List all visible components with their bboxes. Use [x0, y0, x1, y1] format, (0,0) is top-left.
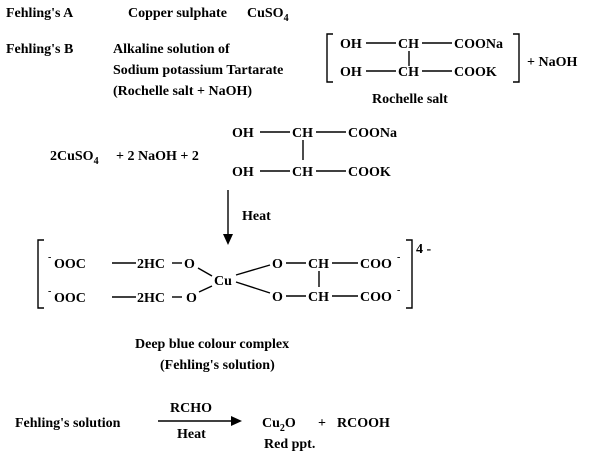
complex-right-row1-ch: CH: [308, 257, 329, 272]
reaction1-cuso4: 2CuSO4: [50, 149, 99, 167]
complex-left-row1-cu-bond: [197, 267, 213, 277]
reaction1-row1-oh: OH: [232, 126, 254, 141]
complex-caption-line2: (Fehling's solution): [160, 358, 275, 373]
complex-cu-right-bond1: [235, 264, 271, 276]
fehlings-a-label: Fehling's A: [6, 6, 74, 21]
rochelle-row1-oh: OH: [340, 37, 362, 52]
complex-caption-line1: Deep blue colour complex: [135, 337, 289, 352]
complex-overall-charge: 4 -: [416, 242, 432, 257]
complex-left-row2-hc: 2HC: [137, 291, 165, 306]
rochelle-row2-ch: CH: [398, 65, 419, 80]
complex-right-row1-charge: -: [397, 252, 400, 263]
reaction2-red-ppt: Red ppt.: [264, 437, 315, 452]
complex-right-row2-ch: CH: [308, 290, 329, 305]
complex-cu: Cu: [214, 274, 232, 289]
rochelle-right-bracket: [513, 33, 520, 83]
reaction2-cu2o: Cu2O: [262, 416, 296, 434]
reaction1-naoh-term: + 2 NaOH + 2: [116, 149, 199, 164]
rochelle-salt-caption: Rochelle salt: [372, 92, 448, 107]
complex-left-row1-charge: -: [48, 252, 51, 263]
fehlings-b-desc-line3: (Rochelle salt + NaOH): [113, 84, 252, 99]
fehlings-b-label: Fehling's B: [6, 42, 73, 57]
reaction1-row2-ch: CH: [292, 165, 313, 180]
rochelle-row2-cook: COOK: [454, 65, 497, 80]
complex-left-row2-o: O: [186, 291, 197, 306]
reaction2-arrow-head: [231, 416, 242, 426]
rochelle-row2-oh: OH: [340, 65, 362, 80]
reaction2-plus: +: [318, 416, 326, 431]
reaction2-reagent: RCHO: [170, 401, 212, 416]
complex-right-row2-o: O: [272, 290, 283, 305]
reaction1-row2-cook: COOK: [348, 165, 391, 180]
complex-left-bracket: [37, 239, 44, 309]
rochelle-row1-coona: COONa: [454, 37, 503, 52]
complex-right-row2-coo: COO: [360, 290, 392, 305]
complex-left-row2-cu-bond: [198, 285, 213, 293]
complex-left-row1-o: O: [184, 257, 195, 272]
fehlings-b-desc-line1: Alkaline solution of: [113, 42, 230, 57]
complex-right-bracket: [406, 239, 413, 309]
complex-right-row1-coo: COO: [360, 257, 392, 272]
complex-left-row1-ooc: OOC: [54, 257, 86, 272]
complex-left-row1-hc: 2HC: [137, 257, 165, 272]
reaction2-heat-label: Heat: [177, 427, 206, 442]
rochelle-plus-naoh: + NaOH: [527, 55, 577, 70]
complex-cu-right-bond2: [235, 281, 271, 294]
reaction1-heat-label: Heat: [242, 209, 271, 224]
fehlings-b-desc-line2: Sodium potassium Tartarate: [113, 63, 283, 78]
reaction2-rcooh: RCOOH: [337, 416, 390, 431]
complex-left-row2-charge: -: [48, 286, 51, 297]
cuso4-formula: CuSO4: [247, 6, 289, 24]
reaction1-row1-coona: COONa: [348, 126, 397, 141]
reaction1-row2-oh: OH: [232, 165, 254, 180]
reaction2-reactant: Fehling's solution: [15, 416, 121, 431]
copper-sulphate-name: Copper sulphate: [128, 6, 227, 21]
complex-left-row2-ooc: OOC: [54, 291, 86, 306]
heat-arrow-head: [223, 234, 233, 245]
complex-right-row2-charge: -: [397, 285, 400, 296]
rochelle-left-bracket: [326, 33, 333, 83]
reaction1-row1-ch: CH: [292, 126, 313, 141]
rochelle-row1-ch: CH: [398, 37, 419, 52]
complex-right-row1-o: O: [272, 257, 283, 272]
